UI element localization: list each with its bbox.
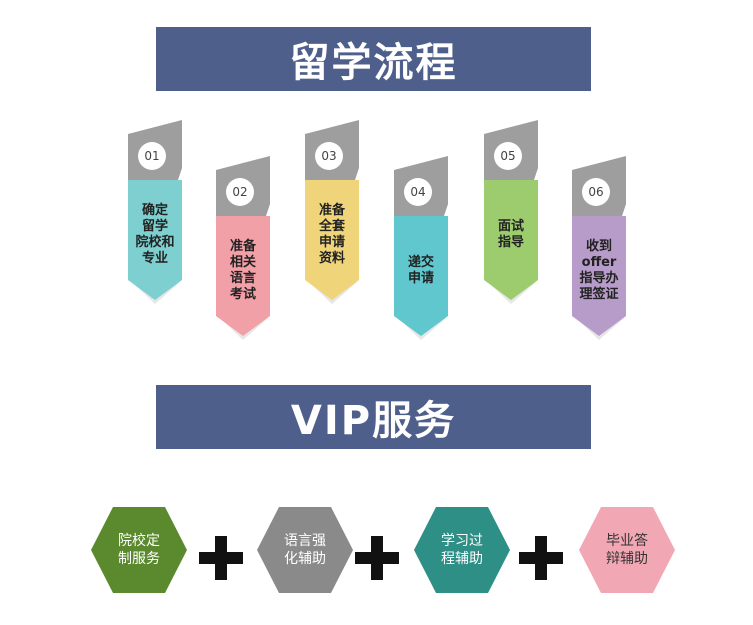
step-label-line: 语言: [229, 271, 256, 286]
step-label-line: 资料: [318, 251, 345, 266]
step-body-shape: [128, 180, 182, 300]
hexagon-shape: [414, 507, 510, 593]
step-body-shape: [305, 180, 359, 300]
step-label: 确定留学院校和专业: [128, 203, 182, 267]
service-label-line: 学习过: [441, 533, 483, 549]
service-label-line: 毕业答: [606, 533, 648, 549]
process-step-1: 01 确定留学院校和专业: [128, 120, 182, 304]
process-step-3: 03 准备全套申请资料: [305, 120, 359, 304]
step-label-line: 申请: [318, 235, 345, 250]
step-number: 01: [138, 142, 166, 170]
plus-icon: [355, 536, 399, 580]
step-label-line: 递交: [407, 255, 434, 270]
plus-icon: [519, 536, 563, 580]
step-label-line: 收到: [585, 239, 612, 254]
service-label: 学习过程辅助: [428, 507, 496, 593]
step-body-shape: [572, 216, 626, 336]
service-label-line: 化辅助: [284, 551, 326, 567]
service-label: 语言强化辅助: [271, 507, 339, 593]
step-label-line: 全套: [318, 219, 345, 234]
step-label: 准备全套申请资料: [305, 203, 359, 267]
service-label-line: 语言强: [284, 533, 326, 549]
vip-title: VIP服务: [290, 398, 457, 444]
step-label: 递交申请: [394, 255, 448, 287]
process-banner: 留学流程: [156, 27, 591, 91]
step-label-line: 申请: [407, 271, 434, 286]
step-body-shape: [484, 180, 538, 300]
service-label-line: 制服务: [118, 551, 160, 567]
process-title: 留学流程: [289, 40, 458, 86]
step-number: 06: [582, 178, 610, 206]
step-label-line: 留学: [141, 219, 168, 234]
step-body-shape: [216, 216, 270, 336]
step-label: 面试指导: [484, 219, 538, 251]
vip-banner: VIP服务: [156, 385, 591, 449]
step-number: 05: [494, 142, 522, 170]
service-item-2: 语言强化辅助: [257, 507, 353, 593]
service-item-3: 学习过程辅助: [414, 507, 510, 593]
service-label-line: 程辅助: [441, 551, 483, 567]
step-label-line: 相关: [229, 255, 256, 270]
step-label-line: 准备: [229, 239, 256, 254]
step-label-line: 指导办: [579, 271, 619, 286]
plus-icon: [199, 536, 243, 580]
service-label: 院校定制服务: [105, 507, 173, 593]
step-label: 准备相关语言考试: [216, 239, 270, 303]
step-number: 04: [404, 178, 432, 206]
hexagon-shape: [91, 507, 187, 593]
step-label-line: 考试: [229, 287, 256, 302]
service-label-line: 辩辅助: [606, 551, 648, 567]
step-number: 03: [315, 142, 343, 170]
process-step-4: 04 递交申请: [394, 156, 448, 340]
process-step-5: 05 面试指导: [484, 120, 538, 304]
step-label-line: 准备: [318, 203, 345, 218]
hexagon-shape: [257, 507, 353, 593]
step-label-line: 专业: [141, 251, 168, 266]
step-label-line: 理签证: [579, 287, 619, 302]
step-label-line: 确定: [141, 203, 168, 218]
service-item-4: 毕业答辩辅助: [579, 507, 675, 593]
step-label-line: offer: [581, 255, 617, 270]
hexagon-shape: [579, 507, 675, 593]
step-label-line: 面试: [497, 219, 524, 234]
service-label-line: 院校定: [118, 533, 160, 549]
step-label-line: 院校和: [135, 235, 175, 250]
service-item-1: 院校定制服务: [91, 507, 187, 593]
step-label-line: 指导: [497, 235, 524, 250]
step-body-shape: [394, 216, 448, 336]
process-step-2: 02 准备相关语言考试: [216, 156, 270, 340]
service-label: 毕业答辩辅助: [593, 507, 661, 593]
step-number: 02: [226, 178, 254, 206]
